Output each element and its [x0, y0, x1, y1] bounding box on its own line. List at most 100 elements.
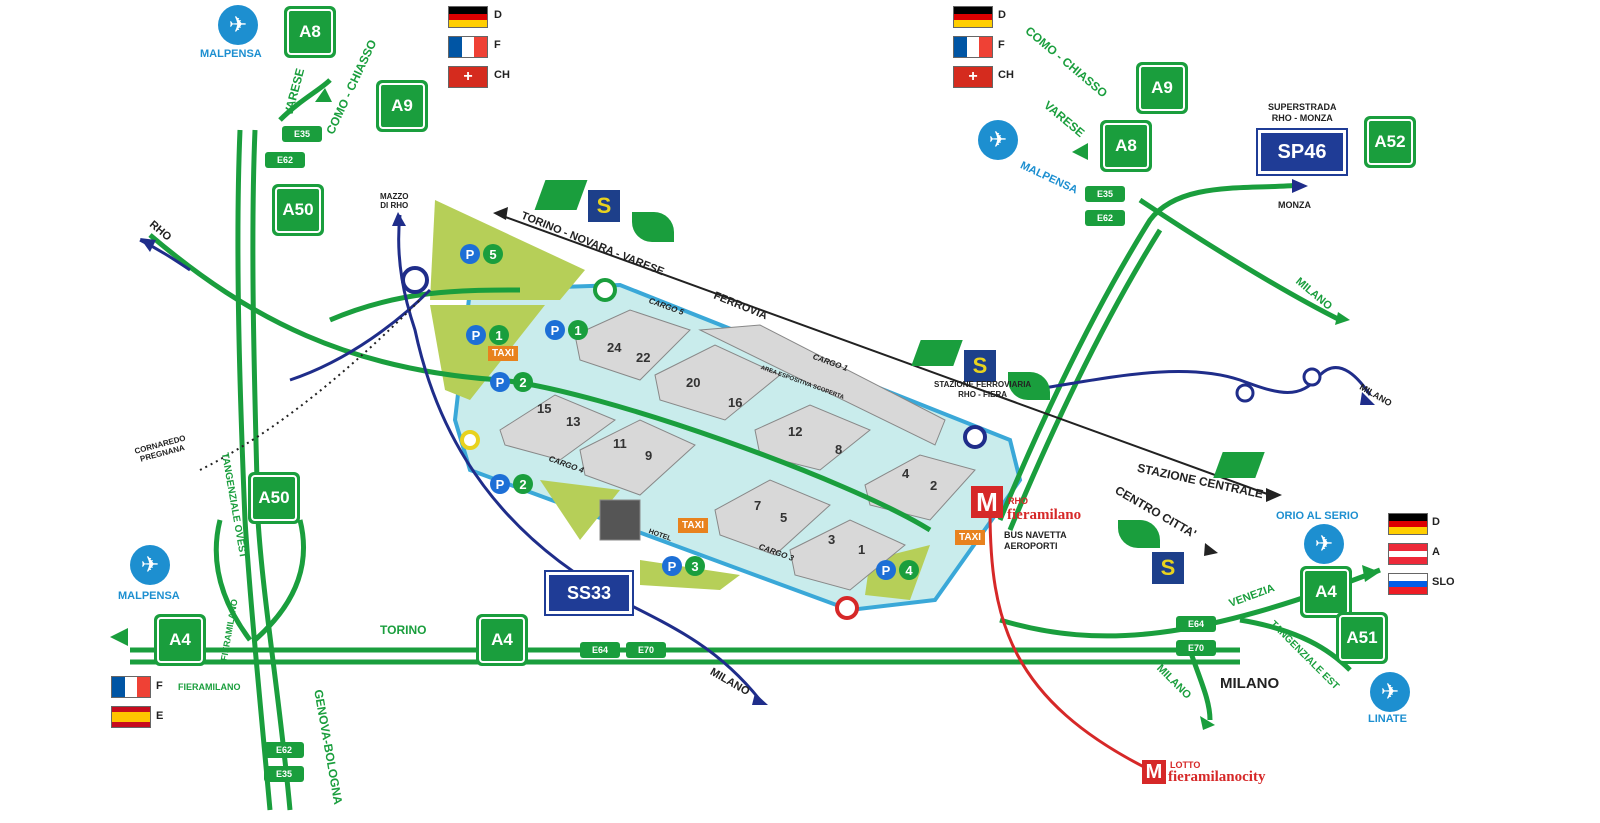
metro-station-rho: RHO — [1008, 496, 1028, 506]
pavilion-number: 22 — [636, 350, 651, 365]
flag-austria — [1388, 543, 1428, 565]
pavilion-number: 2 — [930, 478, 938, 493]
shield-a4-w: A4 — [154, 614, 206, 666]
eroute-e35-nw: E35 — [282, 126, 322, 142]
flag-france — [953, 36, 993, 58]
flag-slovenia — [1388, 573, 1428, 595]
pavilion-20-16 — [654, 344, 781, 421]
label-stazione-ferroviaria: STAZIONE FERROVIARIA RHO - FIERA — [934, 380, 1032, 399]
hotel-tower — [599, 499, 641, 541]
airplane-icon: ✈ — [978, 120, 1018, 160]
flag-label: CH — [998, 69, 1014, 81]
pavilion-number: 16 — [728, 395, 743, 410]
pavilion-4-2 — [864, 454, 976, 521]
suburban-s-icon: S — [588, 190, 620, 222]
trenord-icon — [1118, 520, 1160, 548]
pavilion-number: 3 — [828, 532, 836, 547]
label-malpensa-nw: MALPENSA — [200, 48, 262, 60]
shield-a50-n: A50 — [272, 184, 324, 236]
label-fieramilano-sw: FIERAMILANO — [178, 682, 241, 692]
eroute-e62-s: E62 — [264, 742, 304, 758]
flag-germany — [1388, 513, 1428, 535]
eroute-e70-e: E70 — [1176, 640, 1216, 656]
flag-label: A — [1432, 546, 1440, 558]
bus-navetta-label: BUS NAVETTA AEROPORTI — [1004, 530, 1067, 551]
flag-france — [448, 36, 488, 58]
flag-switzerland: + — [448, 66, 488, 88]
eroute-e64-c: E64 — [580, 642, 620, 658]
flag-label: F — [998, 39, 1005, 51]
flag-label: D — [1432, 516, 1440, 528]
pavilion-15-13 — [499, 394, 617, 461]
flag-label: D — [998, 9, 1006, 21]
flag-label: E — [156, 710, 164, 722]
shield-a51: A51 — [1336, 612, 1388, 664]
flag-label: SLO — [1432, 576, 1455, 588]
taxi-stand: TAXI — [488, 346, 519, 361]
roundabouts — [401, 266, 1322, 620]
pavilion-number: 1 — [858, 542, 866, 557]
metro-station-fieramilano: fieramilano — [1007, 507, 1082, 523]
metro-lotto-label: LOTTO — [1170, 760, 1201, 770]
airplane-icon: ✈ — [1304, 524, 1344, 564]
metro-fieramilanocity-label: fieramilanocity — [1168, 769, 1266, 785]
pavilion-24-22 — [574, 309, 691, 381]
label-milano-city: MILANO — [1220, 675, 1280, 692]
suburban-s-icon: S — [1152, 552, 1184, 584]
metro-line — [988, 509, 1151, 772]
eroute-e35-s: E35 — [264, 766, 304, 782]
label-superstrada: SUPERSTRADA RHO - MONZA — [1268, 102, 1337, 123]
label-orio-al-serio: ORIO AL SERIO — [1276, 510, 1359, 522]
parking-area-p2 — [540, 480, 620, 540]
pavilion-number: 12 — [788, 424, 803, 439]
taxi-stand: TAXI — [678, 518, 709, 533]
label-mazzo-di-rho: MAZZO DI RHO — [380, 192, 409, 210]
suburban-s-icon: S — [964, 350, 996, 382]
rail-arrows — [140, 179, 1375, 705]
pavilion-number: 15 — [537, 401, 552, 416]
trenord-icon — [632, 212, 674, 242]
shield-a4-e: A4 — [1300, 566, 1352, 618]
pavilion-number: 20 — [686, 375, 701, 390]
shield-a9-nw: A9 — [376, 80, 428, 132]
shield-sp46: SP46 — [1256, 128, 1348, 176]
shield-a52: A52 — [1364, 116, 1416, 168]
shield-a8-ne: A8 — [1100, 120, 1152, 172]
label-linate: LINATE — [1368, 713, 1407, 725]
rail-lines — [139, 214, 1372, 701]
airplane-icon: ✈ — [130, 545, 170, 585]
pavilion-7-5 — [714, 479, 831, 556]
pavilion-number: 7 — [754, 498, 762, 513]
flag-spain — [111, 706, 151, 728]
eroute-e64-e: E64 — [1176, 616, 1216, 632]
parking-area-p5 — [430, 200, 585, 300]
label-torino: TORINO — [380, 623, 427, 637]
taxi-stand: TAXI — [955, 530, 986, 545]
pavilion-number: 4 — [902, 466, 910, 481]
airplane-icon: ✈ — [1370, 672, 1410, 712]
black-arrows — [493, 207, 1282, 556]
trenord-icon — [1008, 372, 1050, 400]
direction-arrows — [110, 88, 1380, 730]
label-malpensa-w: MALPENSA — [118, 590, 180, 602]
shield-a4-c: A4 — [476, 614, 528, 666]
flag-label: F — [494, 39, 501, 51]
pavilion-number: 11 — [613, 436, 627, 451]
pavilion-number: 9 — [645, 448, 653, 463]
shield-a9-ne: A9 — [1136, 62, 1188, 114]
label-monza: MONZA — [1278, 200, 1311, 210]
airplane-icon: ✈ — [218, 5, 258, 45]
flag-germany — [448, 6, 488, 28]
shield-a8-nw: A8 — [284, 6, 336, 58]
flag-germany — [953, 6, 993, 28]
dotted-path — [199, 299, 421, 471]
flag-label: D — [494, 9, 502, 21]
eroute-e35-ne: E35 — [1085, 186, 1125, 202]
